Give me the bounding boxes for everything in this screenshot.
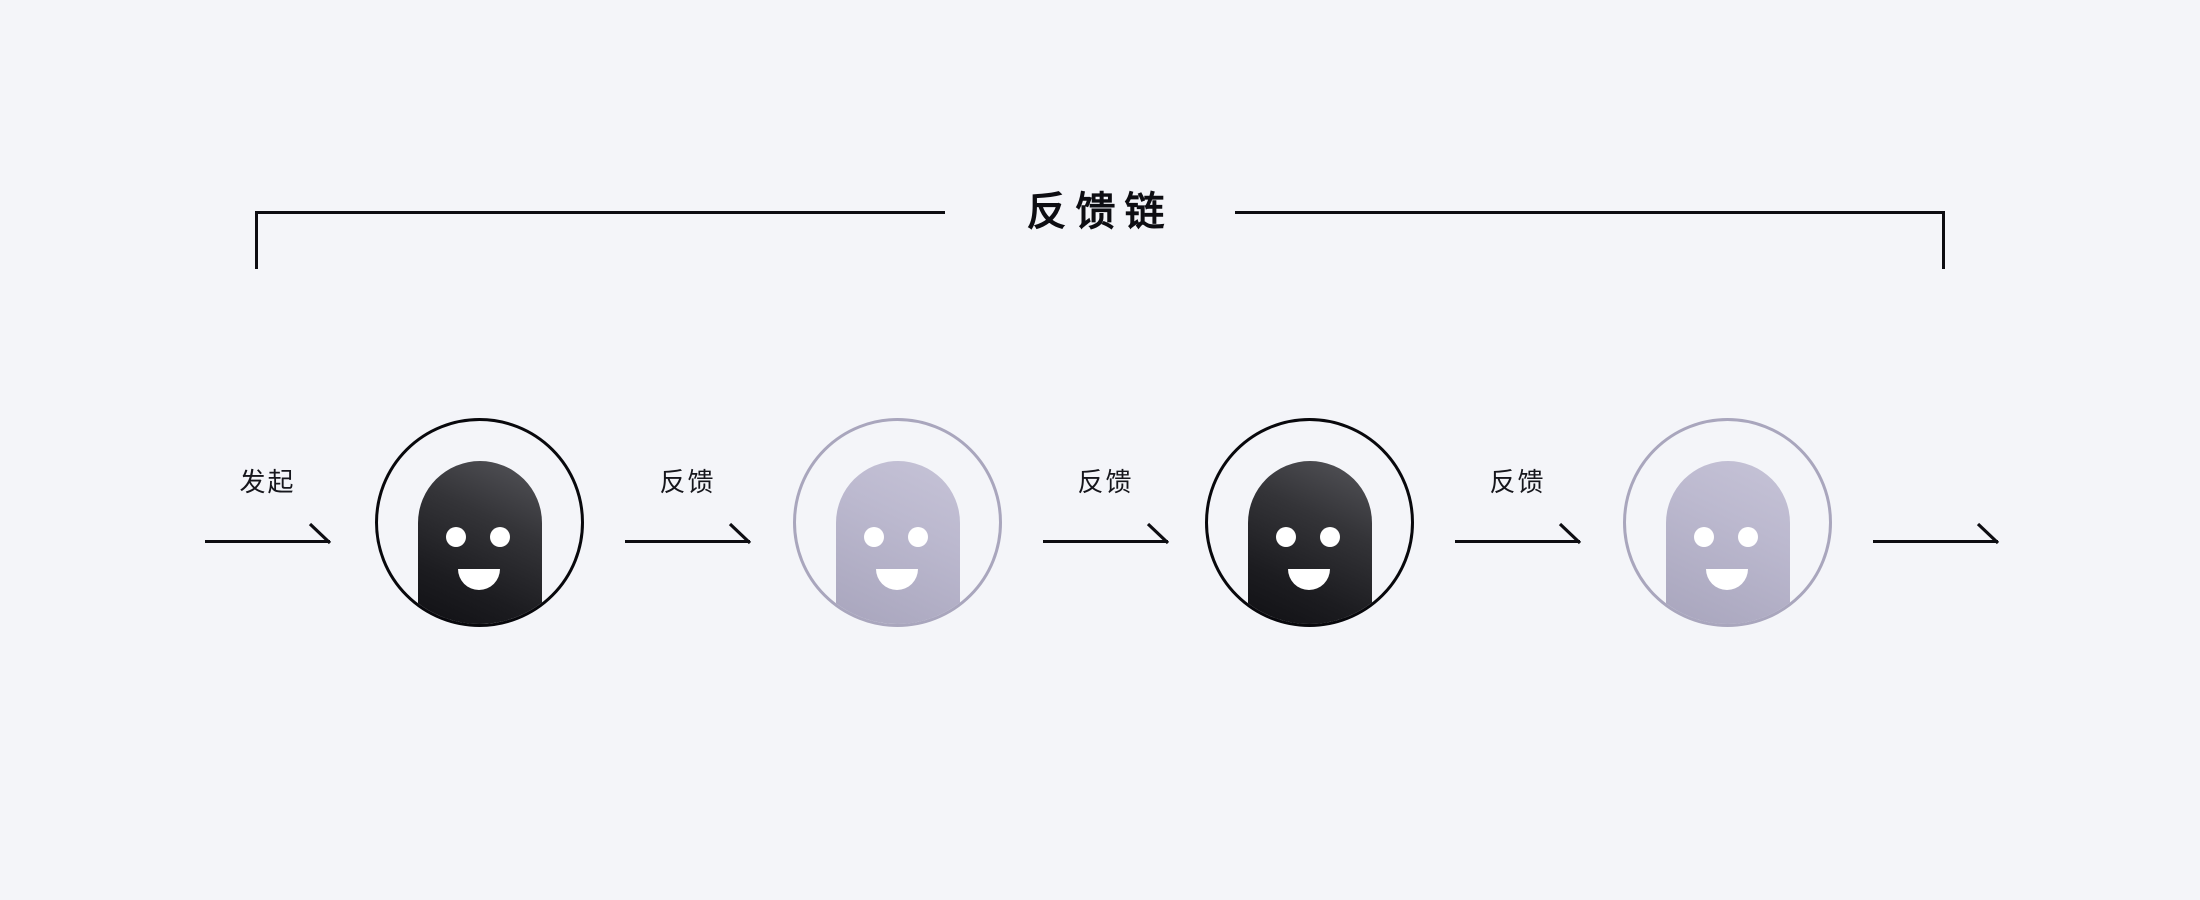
avatar-eye-left-icon [863,527,884,547]
arrow-initiate-label: 发起 [239,467,296,497]
avatar-body-shape [1665,461,1790,624]
avatar-smile-icon [1705,569,1748,590]
arrow-head-icon [1976,522,2000,545]
arrow-feedback-3-shaft [1455,540,1580,543]
bracket-tick-right [1942,211,1945,269]
arrow-feedback-1-label: 反馈 [659,467,716,497]
arrow-initiate: 发起 [205,418,332,633]
avatar-eye-left-icon [1693,527,1714,547]
arrow-feedback-3: 反馈 [1455,418,1582,633]
avatar-responder-1[interactable] [793,418,1002,627]
avatar-body-shape [835,461,960,624]
avatar-smile-icon [457,569,500,590]
bracket-line-right [1235,211,1945,214]
arrow-initiate-shaft [205,540,330,543]
avatar-responder-2[interactable] [1205,418,1414,627]
avatar-smile-icon [875,569,918,590]
diagram-title: 反馈链 [992,186,1208,238]
arrow-head-icon [1146,522,1170,545]
feedback-flow-row: 发起 反馈 [0,418,2200,633]
avatar-eye-left-icon [1275,527,1296,547]
avatar-eye-left-icon [445,527,466,547]
arrow-head-icon [308,522,332,545]
avatar-eye-right-icon [1737,527,1758,547]
avatar-eye-right-icon [489,527,510,547]
arrow-feedback-2-label: 反馈 [1077,467,1134,497]
feedback-chain-bracket: 反馈链 [255,186,1945,280]
avatar-eye-right-icon [1319,527,1340,547]
avatar-eye-right-icon [907,527,928,547]
arrow-feedback-1-shaft [625,540,750,543]
arrow-feedback-3-label: 反馈 [1489,467,1546,497]
arrow-head-icon [1558,522,1582,545]
arrow-feedback-2: 反馈 [1043,418,1170,633]
arrow-feedback-1: 反馈 [625,418,752,633]
arrow-continue-shaft [1873,540,1998,543]
avatar-body-shape [1247,461,1372,624]
avatar-responder-3[interactable] [1623,418,1832,627]
avatar-smile-icon [1287,569,1330,590]
arrow-feedback-2-shaft [1043,540,1168,543]
bracket-line-left [255,211,945,214]
avatar-initiator[interactable] [375,418,584,627]
arrow-head-icon [728,522,752,545]
bracket-tick-left [255,211,258,269]
avatar-body-shape [417,461,542,624]
arrow-continue [1873,418,2000,633]
